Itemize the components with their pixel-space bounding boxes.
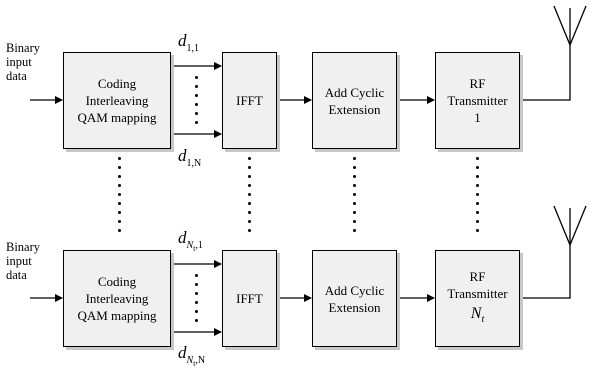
antenna-icon-2 xyxy=(553,205,587,246)
chain-dots-cyclic xyxy=(353,157,356,238)
antenna-feed-2 xyxy=(520,245,571,299)
chain-dots-rf xyxy=(476,157,479,238)
coding-block-1: Coding Interleaving QAM mapping xyxy=(63,52,171,149)
input-label-2: Binary input data xyxy=(6,240,41,282)
input-label-1: Binary input data xyxy=(6,41,41,83)
ifft-block-2: IFFT xyxy=(222,250,277,347)
cyclic-extension-block-2: Add Cyclic Extension xyxy=(312,250,397,347)
rf-index-Nt: Nt xyxy=(470,305,485,326)
subcarrier-dots-1 xyxy=(195,76,198,130)
rf-transmitter-block-2: RF Transmitter Nt xyxy=(435,250,520,347)
chain-dots-coding xyxy=(118,157,121,238)
label-d-1-1: d1,1 xyxy=(178,31,199,54)
ifft-block-1: IFFT xyxy=(222,52,277,149)
rf-transmitter-block-1: RF Transmitter 1 xyxy=(435,52,520,149)
antenna-feed-1 xyxy=(520,45,571,101)
antenna-icon-1 xyxy=(553,5,587,46)
cyclic-extension-block-1: Add Cyclic Extension xyxy=(312,52,397,149)
chain-dots-ifft xyxy=(248,157,251,238)
label-d-1-N: d1,N xyxy=(178,146,202,169)
subcarrier-dots-2 xyxy=(195,274,198,328)
label-d-Nt-N: dNt,N xyxy=(178,343,206,368)
coding-block-2: Coding Interleaving QAM mapping xyxy=(63,250,171,347)
label-d-Nt-1: dNt,1 xyxy=(178,228,203,253)
